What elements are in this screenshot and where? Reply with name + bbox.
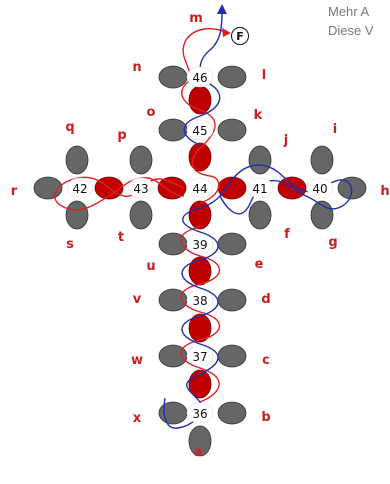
step-label-c: c	[262, 353, 270, 368]
bead-number: 38	[192, 294, 207, 308]
gray-bead	[158, 65, 188, 89]
step-label-o: o	[147, 105, 156, 120]
gray-bead	[129, 200, 153, 230]
step-label-a: a	[194, 445, 203, 460]
step-label-d: d	[261, 292, 270, 307]
center-bead	[186, 66, 214, 88]
red-bead	[188, 142, 212, 172]
gray-bead	[217, 232, 247, 256]
step-label-g: g	[328, 235, 337, 250]
center-bead	[186, 289, 214, 311]
step-label-n: n	[132, 60, 141, 75]
bead-number: 40	[312, 182, 327, 196]
gray-bead	[158, 118, 188, 142]
step-label-m: m	[189, 11, 203, 26]
gray-bead	[158, 232, 188, 256]
finish-marker-icon	[231, 27, 249, 45]
step-label-k: k	[254, 108, 263, 123]
bead-number: 41	[252, 182, 267, 196]
center-bead	[306, 177, 334, 199]
red-bead	[157, 176, 187, 200]
blue-arrow-head	[217, 4, 227, 14]
header-line-2: Diese V	[328, 23, 374, 38]
bead-number: 45	[192, 124, 207, 138]
center-bead	[186, 119, 214, 141]
gray-bead	[217, 65, 247, 89]
step-label-v: v	[133, 292, 142, 307]
center-bead	[127, 177, 155, 199]
center-bead	[246, 177, 274, 199]
gray-bead	[188, 425, 212, 457]
bead-number: 46	[192, 71, 207, 85]
step-label-h: h	[380, 184, 389, 199]
center-bead	[186, 177, 214, 199]
gray-bead	[65, 145, 89, 175]
step-label-j: j	[283, 133, 288, 148]
gray-bead	[248, 200, 272, 230]
gray-bead	[248, 145, 272, 175]
red-bead	[188, 256, 212, 286]
bead-number: 43	[133, 182, 148, 196]
bead-number: 39	[192, 238, 207, 252]
red-arrow-head	[222, 28, 231, 37]
step-label-b: b	[261, 410, 270, 425]
gray-bead	[217, 118, 247, 142]
gray-bead	[158, 401, 188, 425]
step-label-e: e	[255, 257, 264, 272]
gray-bead	[65, 200, 89, 230]
bead-number: 44	[192, 182, 207, 196]
center-bead	[186, 345, 214, 367]
step-label-p: p	[117, 128, 126, 143]
gray-bead	[310, 145, 334, 175]
step-label-q: q	[65, 120, 74, 135]
center-bead	[66, 177, 94, 199]
header-line-1: Mehr A	[328, 4, 370, 19]
bead-number: 37	[192, 350, 207, 364]
step-label-s: s	[66, 237, 74, 252]
step-label-w: w	[131, 353, 143, 368]
step-label-r: r	[11, 184, 18, 199]
finish-label: F	[236, 30, 244, 43]
step-label-i: i	[333, 122, 337, 137]
gray-bead	[217, 288, 247, 312]
step-label-t: t	[118, 230, 124, 245]
red-bead	[188, 200, 212, 230]
red-bead	[188, 313, 212, 343]
gray-bead	[129, 145, 153, 175]
gray-bead	[217, 401, 247, 425]
step-label-u: u	[146, 259, 155, 274]
step-label-l: l	[262, 68, 266, 83]
bead-number: 42	[72, 182, 87, 196]
center-bead	[186, 233, 214, 255]
step-label-x: x	[133, 411, 142, 426]
step-label-f: f	[284, 227, 290, 242]
bead-number: 36	[192, 407, 207, 421]
center-bead	[186, 402, 214, 424]
gray-bead	[217, 344, 247, 368]
